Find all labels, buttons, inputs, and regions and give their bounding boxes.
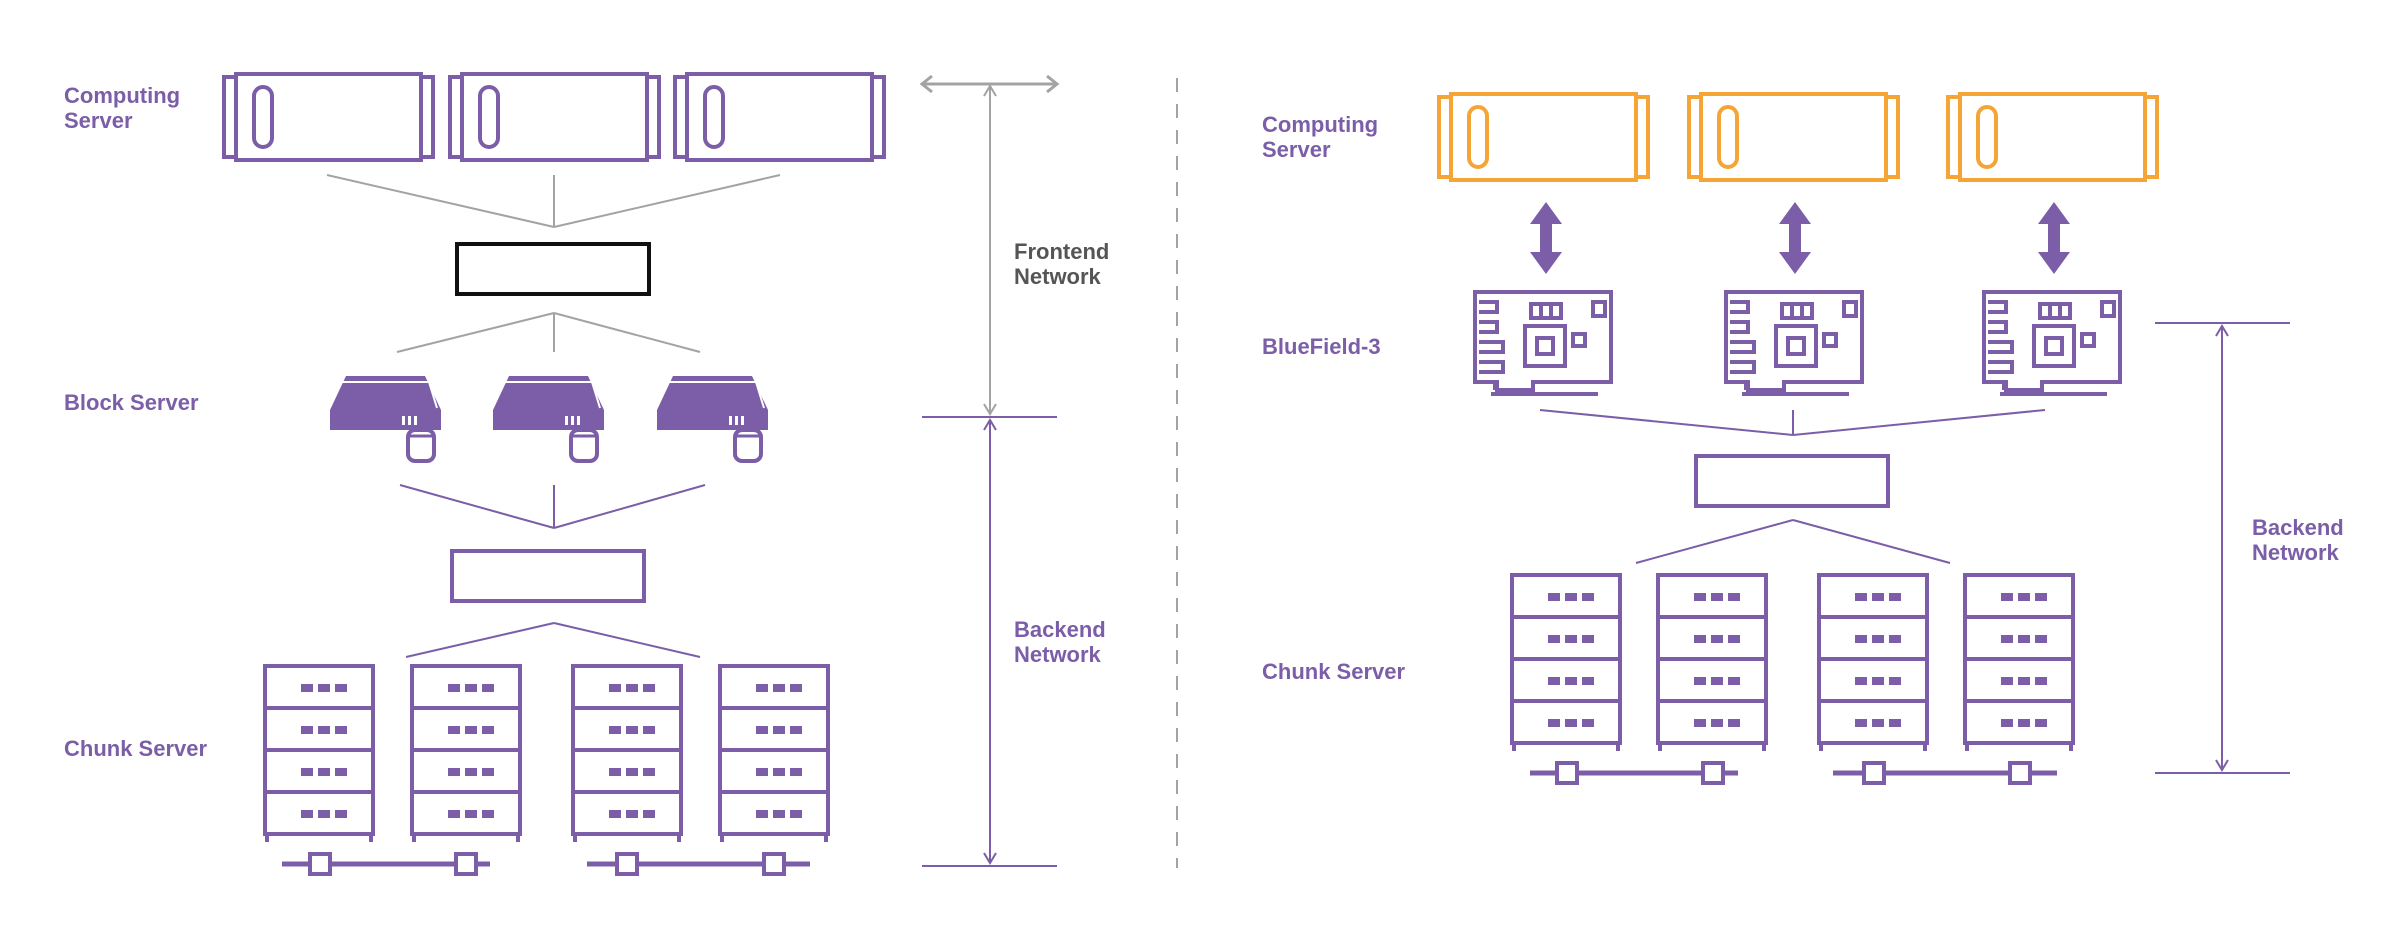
right-computing-server-label: Computing Server — [1262, 112, 1384, 162]
dpu-card-icon — [1982, 290, 2122, 396]
rack-icon — [718, 664, 830, 844]
left-block-to-switch-links — [399, 484, 706, 529]
rack-icon — [1963, 573, 2075, 753]
server-unit-icon — [1687, 92, 1900, 182]
server-unit-icon — [448, 72, 661, 162]
bluefield-cards — [1473, 290, 2122, 396]
network-switch-icon — [455, 242, 651, 296]
block-server-icon — [328, 374, 443, 463]
network-switch-icon — [450, 549, 646, 603]
right-chunk-server-label: Chunk Server — [1262, 659, 1405, 684]
block-server-icon — [655, 374, 770, 463]
right-computing-servers — [1437, 92, 2159, 182]
right-diagram: Computing Server BlueField-3 — [1262, 92, 2350, 785]
left-chunk-server-label: Chunk Server — [64, 736, 207, 761]
right-rack-bus — [1530, 761, 2057, 785]
rack-icon — [1817, 573, 1929, 753]
rack-icon — [1656, 573, 1768, 753]
left-diagram: Computing Server Block Server — [64, 72, 1115, 876]
bluefield-label: BlueField-3 — [1262, 334, 1381, 359]
host-dpu-arrows — [1530, 202, 2070, 274]
frontend-network-span — [919, 74, 1060, 416]
bidirectional-arrow-icon — [2038, 202, 2070, 274]
left-backend-network-span — [922, 416, 1057, 867]
dpu-card-icon — [1724, 290, 1864, 396]
left-backend-switch — [450, 549, 646, 603]
left-computing-server-label: Computing Server — [64, 83, 186, 133]
left-rack-bus — [282, 852, 810, 876]
network-switch-icon — [1694, 454, 1890, 508]
rack-icon — [1510, 573, 1622, 753]
server-unit-icon — [1437, 92, 1650, 182]
left-frontend-links — [326, 174, 781, 228]
bidirectional-arrow-icon — [1530, 202, 1562, 274]
left-block-server-label: Block Server — [64, 390, 199, 415]
left-chunk-racks — [263, 664, 830, 844]
right-switch-to-racks-links — [1635, 519, 1951, 564]
server-unit-icon — [673, 72, 886, 162]
dpu-card-icon — [1473, 290, 1613, 396]
right-backend-network-label: Backend Network — [2252, 515, 2350, 565]
rack-icon — [263, 664, 375, 844]
rack-icon — [571, 664, 683, 844]
frontend-switch — [455, 242, 651, 296]
server-unit-icon — [1946, 92, 2159, 182]
left-backend-network-label: Backend Network — [1014, 617, 1112, 667]
left-computing-servers — [222, 72, 886, 162]
server-unit-icon — [222, 72, 435, 162]
left-switch-to-block-links — [396, 312, 701, 353]
block-servers — [328, 374, 770, 463]
frontend-network-label: Frontend Network — [1014, 239, 1115, 289]
right-chunk-racks — [1510, 573, 2075, 753]
block-server-icon — [491, 374, 606, 463]
bidirectional-arrow-icon — [1779, 202, 1811, 274]
left-switch-to-racks-links — [405, 622, 701, 658]
right-backend-switch — [1694, 454, 1890, 508]
right-dpu-to-switch-links — [1539, 409, 2046, 436]
right-backend-network-span — [2155, 322, 2290, 774]
rack-icon — [410, 664, 522, 844]
